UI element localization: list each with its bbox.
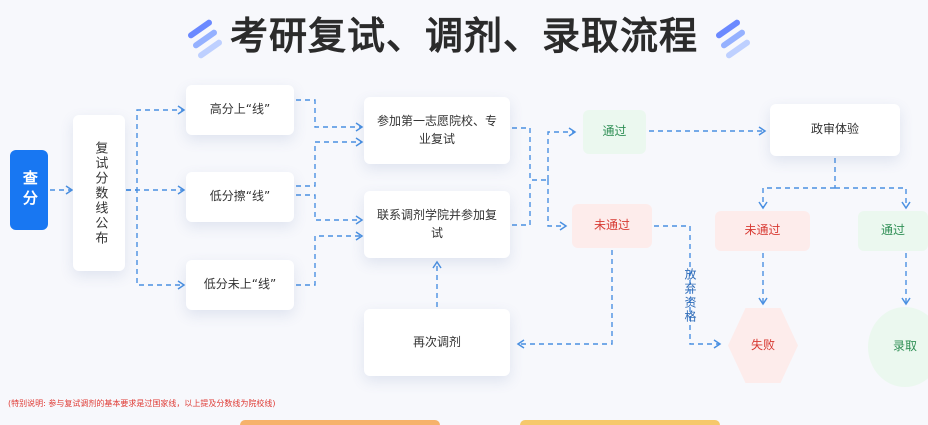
connector-check-to-line-arrow-icon (65, 185, 74, 195)
connector-merge-to-pass (547, 131, 575, 180)
connector-border-to-adjust (296, 194, 362, 221)
left-decoration-icon (186, 18, 224, 60)
failure-node: 失败 (728, 308, 798, 383)
connector-below-to-adjust-arrow-icon (355, 231, 364, 241)
connector-border-to-adjust-arrow-icon (355, 215, 364, 225)
adjust-contact-node: 联系调剂学院并参加复试 (364, 191, 510, 258)
connector-fail-giveup (654, 225, 720, 345)
political-check-node: 政审体验 (770, 104, 900, 156)
connector-line-to-border-arrow-icon (177, 185, 186, 195)
connector-merge-to-fail-arrow-icon (559, 221, 568, 231)
connector-line-to-below (126, 189, 184, 286)
connector-border-to-first-arrow-icon (355, 137, 364, 147)
connector-border-to-first (296, 141, 362, 187)
connector-adjust-merge (512, 180, 531, 226)
page-title: 考研复试、调剂、录取流程 (229, 14, 698, 58)
connector-pass-to-admission-arrow-icon (901, 297, 911, 306)
fail-node-2: 未通过 (715, 211, 810, 251)
connector-political-fail-arrow-icon (758, 201, 768, 210)
connector-political-pass-arrow-icon (901, 201, 911, 210)
again-adjust-node: 再次调剂 (364, 309, 510, 376)
pass-node-1: 通过 (583, 110, 646, 154)
title-area: 考研复试、调剂、录取流程 (0, 6, 928, 66)
connector-merge-to-fail (547, 180, 566, 227)
connector-high-to-first (296, 99, 362, 128)
connector-line-to-below-arrow-icon (177, 280, 186, 290)
admission-node: 录取 (868, 307, 928, 387)
connector-fail-to-again-arrow-icon (516, 339, 525, 349)
connector-fail-to-again (518, 250, 613, 345)
pass-node-2: 通过 (858, 211, 928, 251)
connector-high-to-first-arrow-icon (355, 122, 364, 132)
connector-line-to-high (126, 109, 184, 191)
connector-fail-to-failure-arrow-icon (758, 297, 768, 306)
give-up-label: 放弃资格 (683, 268, 697, 324)
connector-fail-giveup-arrow-icon (713, 339, 722, 349)
border-score-node: 低分擦“线” (186, 172, 294, 222)
first-choice-retest-node: 参加第一志愿院校、专业复试 (364, 97, 510, 164)
high-score-node: 高分上“线” (186, 85, 294, 135)
bottom-decor-left (240, 420, 440, 425)
connector-political-pass (835, 187, 907, 208)
check-score-node: 查分 (10, 150, 48, 230)
connector-line-to-high-arrow-icon (177, 105, 186, 115)
connector-pass-to-political-arrow-icon (758, 126, 767, 136)
connector-merge-to-pass-arrow-icon (568, 127, 577, 137)
score-line-node: 复试分数线公布 (73, 115, 125, 271)
below-line-node: 低分未上“线” (186, 260, 294, 310)
right-decoration-icon (714, 18, 752, 60)
connector-below-to-adjust (296, 235, 362, 286)
special-note: (特别说明: 参与复试调剂的基本要求是过国家线，以上提及分数线为院校线) (8, 399, 276, 408)
connector-again-to-adjust-arrow-icon (432, 260, 442, 269)
fail-node-1: 未通过 (572, 204, 652, 248)
bottom-decor-right (520, 420, 720, 425)
connector-first-merge (512, 127, 548, 181)
connector-political-fail (762, 187, 835, 208)
